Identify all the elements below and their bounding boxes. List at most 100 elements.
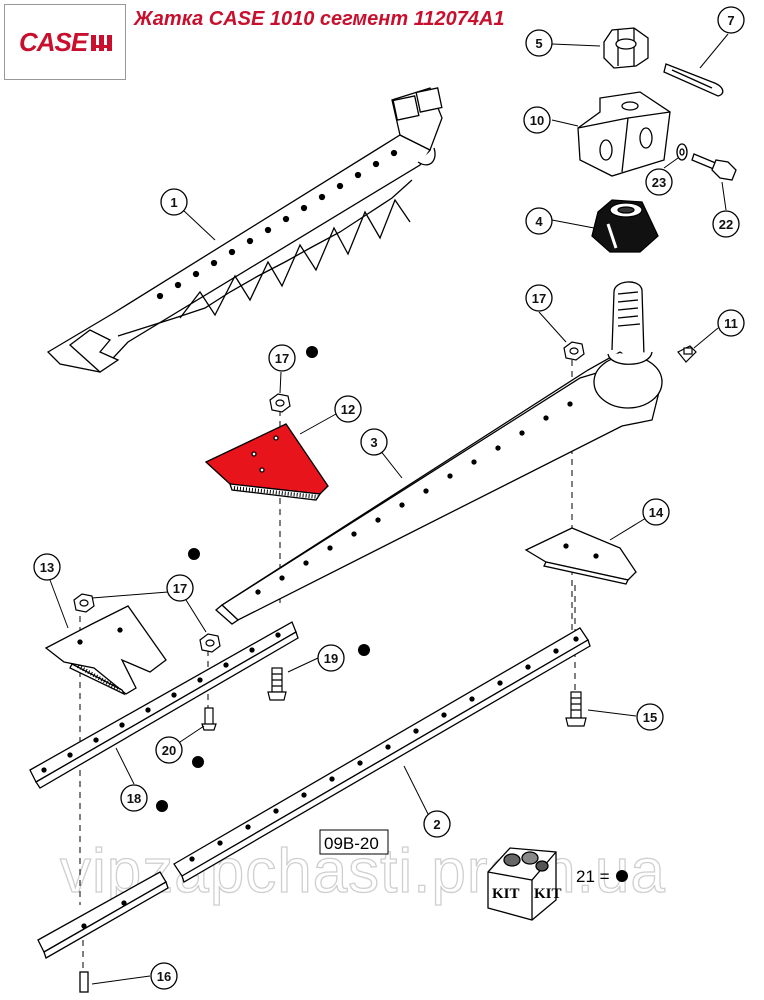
kit-indicator-dots xyxy=(156,346,370,812)
leader-17c-a xyxy=(91,591,169,599)
callout-circle-2 xyxy=(423,810,451,838)
callout-label-3: 3 xyxy=(370,435,377,450)
guard-plate-part-14 xyxy=(524,527,637,585)
callout-label-15: 15 xyxy=(643,710,657,725)
leader-11 xyxy=(693,327,719,349)
rivet-part-15 xyxy=(565,691,587,727)
callout-circle-19 xyxy=(317,644,345,672)
knife-back-bar-part-18 xyxy=(29,621,299,789)
reference-box xyxy=(319,829,389,855)
castle-nut-part-5 xyxy=(603,27,649,69)
callout-circle-5 xyxy=(525,29,553,57)
nut-part-17-mid xyxy=(199,633,221,653)
nut-part-17-top xyxy=(269,393,291,413)
leader-3 xyxy=(379,449,403,479)
callout-circle-1 xyxy=(160,188,188,216)
kit-label-right: KIT xyxy=(534,886,562,902)
callout-label-10: 10 xyxy=(530,113,544,128)
callout-label-4: 4 xyxy=(535,214,543,229)
leader-4 xyxy=(551,219,595,229)
leader-17a xyxy=(279,371,282,394)
knife-head-block-part-10 xyxy=(577,91,671,177)
kit-label-left: KIT xyxy=(492,886,520,902)
cotter-pin-part-7 xyxy=(663,63,724,97)
leader-16 xyxy=(91,975,151,985)
leader-19 xyxy=(287,657,319,673)
callout-circle-14 xyxy=(642,498,670,526)
callout-circle-20 xyxy=(155,736,183,764)
callouts xyxy=(33,6,745,990)
callout-label-19: 19 xyxy=(324,651,338,666)
nut-part-17-right xyxy=(563,341,585,361)
callout-circle-7 xyxy=(717,6,745,34)
kit-box-part-21 xyxy=(487,847,557,921)
callout-circle-18 xyxy=(120,784,148,812)
grease-fitting-part-11 xyxy=(677,345,697,363)
callout-label-17a: 17 xyxy=(275,351,289,366)
leader-18 xyxy=(115,747,135,785)
callout-label-5: 5 xyxy=(535,36,542,51)
callout-label-12: 12 xyxy=(341,402,355,417)
callout-circle-22 xyxy=(712,210,740,238)
leader-13 xyxy=(49,579,69,629)
logo-ih-bars xyxy=(91,35,112,51)
leader-5 xyxy=(551,43,601,47)
logo-text: CASE xyxy=(19,27,88,57)
callout-circle-17b xyxy=(525,284,553,312)
leader-15 xyxy=(587,709,637,717)
callout-label-1: 1 xyxy=(170,195,177,210)
callout-label-20: 20 xyxy=(162,743,176,758)
callout-circle-4 xyxy=(525,207,553,235)
kit-dot xyxy=(616,870,628,882)
callout-label-17c: 17 xyxy=(173,581,187,596)
callout-label-13: 13 xyxy=(40,560,54,575)
callout-label-17b: 17 xyxy=(532,291,546,306)
case-ih-logo: CASE xyxy=(4,4,126,80)
callout-circle-12 xyxy=(334,395,362,423)
leader-7 xyxy=(699,33,729,69)
rivet-part-19 xyxy=(267,667,287,701)
knife-section-part-12-highlighted xyxy=(204,423,329,501)
leader-14 xyxy=(609,517,647,541)
callout-circle-23 xyxy=(645,168,673,196)
callout-circle-13 xyxy=(33,553,61,581)
kit-equation: 21 = xyxy=(576,867,610,886)
callout-label-22: 22 xyxy=(719,217,733,232)
callout-label-2: 2 xyxy=(433,817,440,832)
leader-12 xyxy=(299,413,337,435)
leader-1 xyxy=(182,209,216,241)
leader-17c-b xyxy=(185,599,207,633)
knife-head-arm-part-3 xyxy=(214,281,663,625)
rivet-part-20 xyxy=(201,707,217,731)
callout-label-14: 14 xyxy=(649,505,664,520)
page-title: Жатка CASE 1010 сегмент 112074A1 xyxy=(134,8,505,30)
washer-part-23 xyxy=(676,143,688,161)
reference-box-label: 09B-20 xyxy=(324,834,379,853)
nut-part-17-left xyxy=(73,593,95,613)
callout-circle-17c xyxy=(166,574,194,602)
leader-22 xyxy=(721,181,727,211)
callout-label-7: 7 xyxy=(727,13,734,28)
callout-label-16: 16 xyxy=(157,969,171,984)
leader-2 xyxy=(403,765,429,815)
callout-circle-15 xyxy=(636,703,664,731)
leader-23 xyxy=(663,157,679,169)
callout-labels: 1 2 3 4 5 7 10 11 12 13 14 15 16 17 17 1… xyxy=(40,13,738,984)
callout-circle-11 xyxy=(717,309,745,337)
double-knife-section-part-13 xyxy=(44,605,167,696)
callout-label-23: 23 xyxy=(652,175,666,190)
callout-label-18: 18 xyxy=(127,791,141,806)
callout-circle-16 xyxy=(150,962,178,990)
leader-20 xyxy=(179,725,205,743)
callout-circle-17a xyxy=(268,344,296,372)
bushing-part-4 xyxy=(591,199,659,253)
bolt-part-22 xyxy=(691,153,737,181)
knife-assembly-part-1 xyxy=(46,87,443,373)
leader-17b xyxy=(538,311,567,343)
knife-back-bar-part-2 xyxy=(173,627,591,883)
callout-circle-10 xyxy=(523,106,551,134)
callout-label-11: 11 xyxy=(724,316,738,331)
leader-10 xyxy=(551,119,579,127)
callout-circle-3 xyxy=(360,428,388,456)
